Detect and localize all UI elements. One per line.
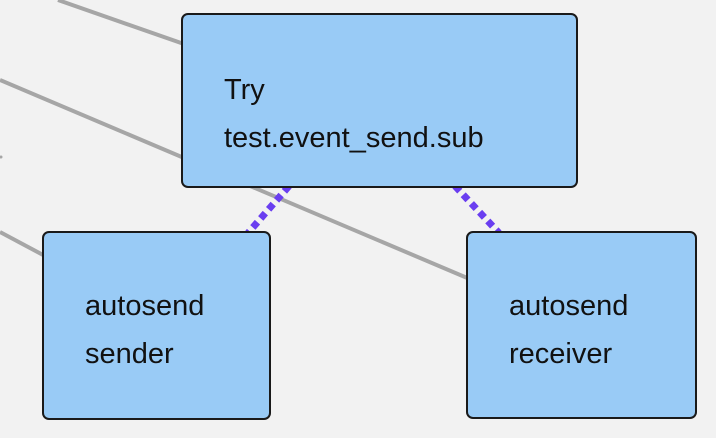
edge-try-to-sender <box>245 183 292 236</box>
edge-offscreen-to-sender <box>0 230 46 258</box>
node-sender-label-line1: autosend <box>85 290 205 322</box>
edge-offscreen-to-try <box>57 0 185 46</box>
node-sender-label-line2: sender <box>85 338 174 370</box>
node-autosend-sender[interactable]: autosend sender <box>42 231 271 420</box>
node-receiver-label-line2: receiver <box>509 338 613 370</box>
edge-try-to-receiver <box>452 183 502 236</box>
edge-stub-dot <box>0 155 3 159</box>
node-try-label-line1: Try <box>224 74 265 106</box>
node-receiver-label-line1: autosend <box>509 290 629 322</box>
node-autosend-receiver[interactable]: autosend receiver <box>466 231 697 419</box>
node-try-label-line2: test.event_send.sub <box>224 122 484 154</box>
node-try-test-event-send-sub[interactable]: Try test.event_send.sub <box>181 13 578 188</box>
